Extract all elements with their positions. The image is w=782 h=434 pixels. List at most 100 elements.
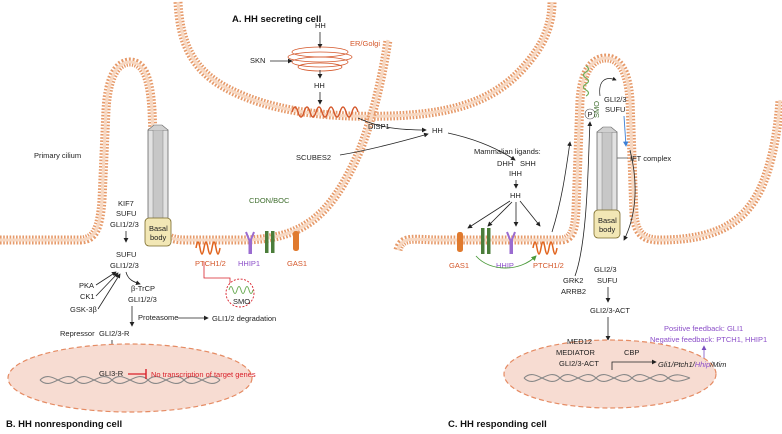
dna-helix-b [39,376,221,384]
ift-complex-label: IFT complex [630,154,671,163]
disp1-icon [291,106,359,118]
gli23-act-label: GLI2/3-ACT [590,306,630,315]
shh-label: SHH [520,159,536,168]
ptch-to-smo-arrow [551,141,572,233]
responding-cilium-axoneme [596,126,618,213]
pka-label: PKA [79,281,94,290]
ptch12-label-c: PTCH1/2 [533,261,564,270]
negative-feedback-label: Negative feedback: PTCH1, HHIP1 [650,335,767,344]
ptch12-receptor-c [532,241,558,255]
primary-cilium-label: Primary cilium [34,151,81,160]
smo-label-b: SMO [233,297,250,306]
panel-b-title: B. HH nonresponding cell [6,419,122,430]
dhh-label: DHH [497,159,513,168]
gli23-label-c2: GLI2/3 [594,265,617,274]
smo-inactive-icon: SMO [225,278,255,308]
sufu-label-1: SUFU [116,209,136,218]
gli23r-label: GLI2/3-R [99,329,130,338]
basal-body-icon: Basal body [144,217,172,247]
gene-gli1: Gli1 [658,360,671,369]
panel-c-title: C. HH responding cell [448,419,547,430]
gene-mim: Mim [712,360,726,369]
repressor-label: Repressor [60,329,95,338]
gene-hhip: Hhip [695,360,710,369]
smo-label-c: SMO [592,101,601,118]
skn-label: SKN [250,56,265,65]
ck1-arrow [95,272,119,297]
smo-p-label: P [588,110,593,119]
sufu-label-c2: SUFU [597,276,617,285]
er-golgi-icon [287,46,353,72]
primary-cilium-axoneme [147,124,169,221]
gsk3b-label: GSK-3β [70,305,98,314]
secreting-cell-membrane [173,1,557,121]
responding-nucleus [503,339,717,409]
hh-label-c: HH [510,191,521,200]
hh-to-cdon-arrow [487,201,513,227]
basal-body-icon-c: Basal body [593,209,621,239]
hh-mid-label: HH [314,81,325,90]
disp1-to-hh-arrow [357,117,427,133]
er-golgi-label: ER/Golgi [350,39,380,48]
basal-body-label-2: body [150,233,167,242]
cdon-boc-receptor-c [481,228,491,254]
gli123-label-3: GLI1/2/3 [128,295,157,304]
hhip1-receptor-b [245,231,255,254]
btrcp-label: β-TrCP [131,284,155,293]
hh-top-label: HH [315,21,326,30]
basal-body-label-1: Basal [149,224,168,233]
positive-feedback-label: Positive feedback: GLI1 [664,324,743,333]
cdon-boc-receptor-b [265,231,275,253]
gli23-cilium-label: GLI2/3 [604,95,627,104]
sufu-label-2: SUFU [116,250,136,259]
grk2-to-smo-arrow [574,121,593,277]
basal-body-label-c2: body [599,225,616,234]
gli-to-btrcp-arrow [125,271,141,286]
gas1-label-c: GAS1 [449,261,469,270]
hhip-receptor-c [506,231,516,254]
gli3r-label: GLI3-R [99,369,124,378]
cdon-boc-label-b: CDON/BOC [249,196,290,205]
no-transcription-label: No transcription of target genes [151,370,256,379]
cilium-exit-arrow [623,149,636,241]
hh-to-ligands-arrow [447,132,516,161]
ptch12-label-b: PTCH1/2 [195,259,226,268]
transcription-arrow [611,359,657,370]
nonresponding-nucleus [7,343,253,413]
cbp-label: CBP [624,348,639,357]
gli23-act-nuc-label: GLI2/3-ACT [559,359,599,368]
pka-arrow [95,271,117,286]
hh-to-ptch-arrow [519,200,541,227]
mediator-label: MEDIATOR [556,348,595,357]
nonresponding-cell-membrane [0,39,393,245]
med12-label: MED12 [567,337,592,346]
gsk3b-arrow [97,273,121,310]
scubes2-arrow [339,132,429,156]
cilium-transport-arrow [623,115,629,147]
proteasome-label: Proteasome [138,313,178,322]
responding-cell-membrane [393,53,782,252]
gli123-label-2: GLI1/2/3 [110,261,139,270]
dna-helix-c [523,374,691,382]
panel-a-title: A. HH secreting cell [232,14,321,25]
target-genes: Gli1/Ptch1/Hhip/Mim [658,360,726,369]
gas1-receptor-c [457,232,463,252]
gene-ptch1: Ptch1 [673,360,692,369]
basal-body-label-c1: Basal [598,216,617,225]
mammalian-ligands-label: Mammalian ligands: [474,147,541,156]
ptch12-receptor-b [195,241,221,255]
ihh-label: IHH [509,169,522,178]
grk2-label: GRK2 [563,276,583,285]
ptch-inhibits-smo [203,262,231,284]
kif7-label: KIF7 [118,199,134,208]
negative-feedback-loop [475,255,537,269]
gli123-label-1: GLI1/2/3 [110,220,139,229]
gas1-label-b: GAS1 [287,259,307,268]
gas1-receptor-b [293,231,299,251]
hhip1-label-b: HHIP1 [238,259,260,268]
scubes2-label: SCUBES2 [296,153,331,162]
ck1-label: CK1 [80,292,95,301]
disp1-label: DISP1 [368,122,390,131]
